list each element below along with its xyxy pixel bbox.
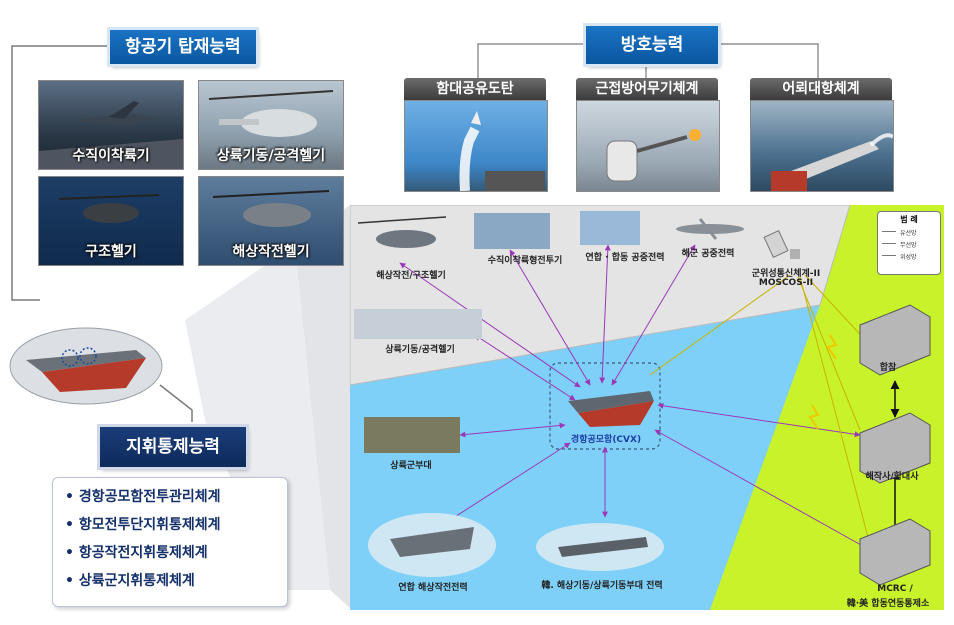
helicopter-icon	[212, 190, 330, 227]
vtol-fighter-icon	[474, 213, 550, 249]
label-mcrc-joint: 韓·美 합동연동통제소	[846, 599, 930, 609]
lightning-icon	[826, 334, 838, 360]
network-diagram	[350, 205, 944, 610]
defense-tab-label: 근접방어무기체계	[595, 81, 699, 97]
label-maritime-heli: 해상작전/구조헬기	[376, 271, 446, 281]
defense-tab-label: 어뢰대항체계	[782, 81, 860, 97]
defense-tab: 근접방어무기체계	[576, 78, 718, 100]
missile-launch-icon	[459, 111, 545, 191]
command-bullet: • 항공작전지휘통제체계	[65, 545, 208, 561]
satellite-icon	[763, 229, 800, 259]
diagram-legend: 범 례 유선망 무선망 위성망	[877, 211, 941, 275]
label-marine-unit: 상륙군부대	[390, 461, 432, 471]
defense-tab: 어뢰대항체계	[750, 78, 892, 100]
command-title: 지휘통제능력	[126, 437, 220, 457]
helicopter-icon	[208, 90, 334, 137]
amphib-heli-icon	[354, 309, 482, 339]
label-navy-air: 해군 공중전력	[681, 249, 735, 259]
photo-sam	[404, 100, 548, 192]
command-bullet: • 경항공모함전투관리체계	[65, 489, 221, 505]
defense-tab: 함대공유도탄	[404, 78, 546, 100]
label-moscos: MOSCOS-II	[758, 278, 814, 288]
label-cvx: 경항공모함(CVX)	[570, 435, 642, 445]
defense-connector-right	[718, 43, 819, 80]
defense-header: 방호능력	[586, 26, 718, 64]
label-amphib-heli: 상륙기동/공격헬기	[385, 345, 455, 355]
photo-attack-heli: 상륙기동/공격헬기	[198, 80, 344, 170]
label-jcs: 합참	[879, 363, 897, 373]
photo-label: 수직이착륙기	[72, 148, 150, 164]
legend-item: 위성망	[882, 252, 940, 261]
photo-rescue-heli: 구조헬기	[38, 176, 184, 266]
label-mcrc: MCRC /	[877, 584, 913, 594]
photo-maritime-heli: 해상작전헬기	[198, 176, 344, 266]
photo-ciws	[576, 100, 720, 192]
command-bullet: • 항모전투단지휘통제체계	[65, 517, 221, 533]
launcher-icon	[771, 133, 893, 191]
defense-connector-left	[477, 43, 586, 80]
aircraft-connector	[11, 45, 110, 301]
label-korea-fleet: 韓. 해상기동/상륙기동부대 전력	[541, 581, 663, 591]
vtol-aircraft-icon	[39, 101, 183, 169]
joint-air-icon	[580, 211, 640, 245]
radio-links	[399, 244, 871, 551]
legend-title: 범 례	[900, 215, 918, 224]
maritime-heli-icon	[357, 216, 447, 248]
aircraft-header: 항공기 탑재능력	[110, 30, 256, 64]
command-header: 지휘통제능력	[100, 427, 246, 467]
defense-tab-label: 함대공유도탄	[436, 81, 514, 97]
photo-label: 해상작전헬기	[232, 244, 310, 260]
carrier-illustration	[9, 327, 163, 405]
label-satcom: 군위성통신체계-II	[751, 269, 821, 279]
building-icon	[859, 412, 931, 484]
zoom-funnel-shade	[185, 245, 330, 590]
patrol-aircraft-icon	[676, 218, 744, 240]
building-icon	[859, 518, 931, 586]
helicopter-icon	[58, 194, 160, 223]
legend-item: 유선망	[882, 228, 940, 237]
carrier-icon	[568, 391, 654, 427]
photo-torpedo-countermeasure	[750, 100, 894, 192]
label-vtol-fighter: 수직이착륙형전투기	[487, 256, 563, 266]
building-icon	[859, 304, 931, 376]
label-joint-sea: 연합 해상작전전력	[398, 583, 468, 593]
aircraft-title: 항공기 탑재능력	[125, 37, 241, 57]
tank-icon	[364, 417, 460, 453]
command-bullet-list: • 경항공모함전투관리체계 • 항모전투단지휘통제체계 • 항공작전지휘통제체계…	[52, 477, 288, 607]
command-connector	[159, 384, 193, 422]
warship-icon	[390, 527, 474, 557]
command-bullet: • 상륙군지휘통제체계	[65, 573, 195, 589]
ciws-gun-icon	[606, 129, 701, 182]
destroyer-icon	[558, 537, 648, 557]
legend-item: 무선망	[882, 240, 940, 249]
photo-label: 상륙기동/공격헬기	[216, 148, 326, 164]
photo-label: 구조헬기	[85, 244, 137, 260]
label-navy-hq: 해작사/함대사	[865, 472, 919, 482]
zoom-funnel	[295, 205, 350, 608]
defense-title: 방호능력	[620, 35, 684, 55]
lightning-icon	[808, 404, 820, 430]
label-joint-air: 연합 · 합동 공중전력	[585, 253, 665, 263]
satellite-links	[649, 274, 871, 546]
photo-vtol: 수직이착륙기	[38, 80, 184, 170]
